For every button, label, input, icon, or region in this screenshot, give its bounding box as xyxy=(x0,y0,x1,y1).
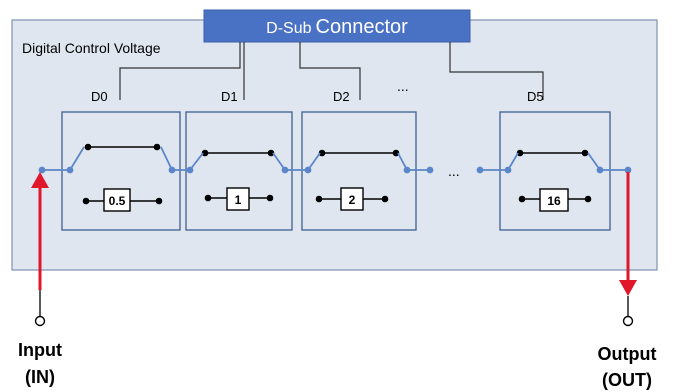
pad-value-16: 16 xyxy=(547,194,561,208)
signal-path xyxy=(38,146,632,174)
pad-box-1 xyxy=(226,187,250,211)
panel-title: Digital Control Voltage xyxy=(22,40,161,56)
control-wires xyxy=(119,42,544,100)
input-label: Input xyxy=(18,340,62,360)
bit-label-d1: D1 xyxy=(221,89,238,104)
bit-label-d2: D2 xyxy=(333,89,350,104)
pad-box-2 xyxy=(340,187,364,211)
control-panel xyxy=(11,19,658,271)
pad-value-1: 1 xyxy=(235,193,242,207)
pad-value-0.5: 0.5 xyxy=(109,194,126,208)
ellipsis-top: ... xyxy=(397,78,409,94)
bit-label-d0: D0 xyxy=(91,89,108,104)
input-arrow xyxy=(31,172,49,327)
attenuator-pads xyxy=(103,187,569,212)
dsub-connector xyxy=(203,9,471,43)
input-sublabel: (IN) xyxy=(25,367,55,387)
bit-label-d5: D5 xyxy=(527,89,544,104)
stage-box-d0 xyxy=(61,111,181,231)
pad-box-0.5 xyxy=(103,188,131,212)
pad-value-2: 2 xyxy=(349,193,356,207)
ellipsis-middle: ... xyxy=(448,163,460,179)
stage-box-d1 xyxy=(185,111,293,231)
pad-box-16 xyxy=(539,188,569,212)
stage-box-d5 xyxy=(499,111,611,231)
output-arrow xyxy=(619,172,637,327)
stage-circuits xyxy=(82,143,592,205)
output-sublabel: (OUT) xyxy=(602,370,652,390)
stage-box-d2 xyxy=(301,111,417,231)
stage-boxes xyxy=(61,111,611,231)
output-label: Output xyxy=(598,344,657,364)
